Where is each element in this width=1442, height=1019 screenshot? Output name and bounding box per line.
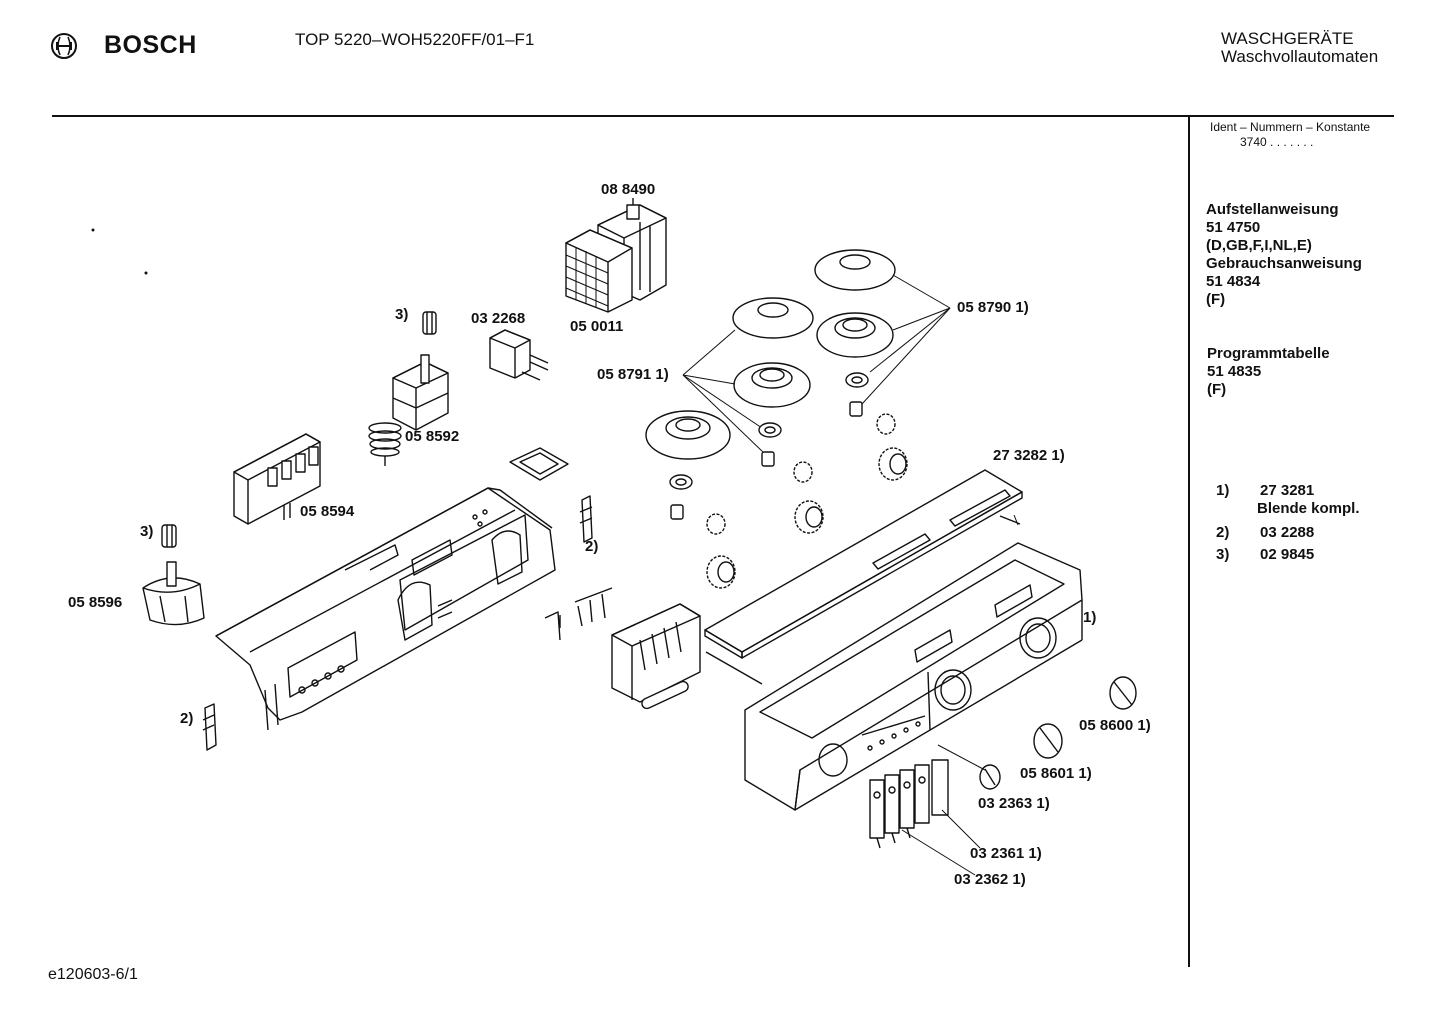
footnote-1: 1) 27 3281 (1216, 482, 1360, 500)
category-line2: Waschvollautomaten (1221, 47, 1379, 66)
control-panel-fascia-part (744, 542, 1083, 811)
label-part-058791: 05 8791 1) (597, 366, 669, 383)
docs-block: Aufstellanweisung 51 4750 (D,GB,F,I,NL,E… (1206, 201, 1362, 309)
display-window-strip-part (704, 469, 1023, 685)
label-part-032268: 03 2268 (471, 310, 526, 327)
label-part-058790: 05 8790 1) (957, 299, 1029, 316)
leader-lines (682, 274, 951, 456)
doc-line: 51 4750 (1206, 219, 1261, 236)
control-knob-part (1033, 723, 1063, 759)
speck (144, 271, 148, 275)
small-switch-part (489, 329, 549, 381)
doc-line: (D,GB,F,I,NL,E) (1206, 237, 1312, 254)
leader-lines (901, 514, 1019, 876)
clip-cap-part (670, 504, 684, 520)
seal-ring-part (733, 362, 811, 408)
gear-part (876, 413, 896, 435)
control-chassis-part (215, 487, 556, 731)
footnote-number: 2) (1216, 524, 1230, 541)
contact-springs-part (544, 587, 613, 641)
knob-cap-part (422, 311, 437, 335)
gear-part (878, 447, 908, 481)
footnote-text: Blende kompl. (1257, 500, 1360, 517)
category-block: WASCHGERÄTE Waschvollautomaten (1221, 30, 1378, 66)
pushbutton-switch-part (611, 603, 701, 710)
model-title: TOP 5220–WOH5220FF/01–F1 (295, 30, 535, 49)
brand-name: BOSCH (104, 31, 197, 59)
clip-cap-part (849, 401, 863, 417)
program-line: (F) (1207, 381, 1227, 398)
label-part-050011: 05 0011 (570, 318, 624, 335)
ident-heading: Ident – Nummern – Konstante (1210, 120, 1371, 134)
seal-holder-part (669, 474, 693, 490)
footnote-text: 03 2288 (1260, 524, 1315, 541)
footnote-text: 27 3281 (1260, 482, 1315, 499)
label-part-058592: 05 8592 (405, 428, 460, 445)
exploded-view-drawing (91, 198, 1137, 876)
footnote-1-line2: Blende kompl. (1216, 500, 1360, 518)
window-frame-part (509, 447, 569, 481)
sidebar-divider (1188, 116, 1190, 967)
selector-switch-part (142, 561, 205, 626)
label-part-032362: 03 2362 1) (954, 871, 1026, 888)
ident-value: 3740 . . . . . . . (1240, 135, 1314, 149)
label-footnote-3: 3) (140, 523, 154, 540)
label-part-273282: 27 3282 1) (993, 447, 1065, 464)
clip-cap-part (761, 451, 775, 467)
label-part-058594: 05 8594 (300, 503, 355, 520)
gear-part (706, 555, 736, 589)
doc-line: Aufstellanweisung (1206, 201, 1339, 218)
seal-ring-part (814, 249, 896, 291)
label-part-088490: 08 8490 (601, 181, 656, 198)
clip-part (579, 495, 593, 543)
label-footnote-2: 2) (180, 710, 194, 727)
seal-ring-part (645, 410, 731, 460)
label-part-058601: 05 8601 1) (1020, 765, 1092, 782)
program-line: Programmtabelle (1207, 345, 1330, 362)
seal-ring-part (816, 312, 894, 358)
label-footnote-1: 1) (1083, 609, 1097, 626)
label-footnote-2: 2) (585, 538, 599, 555)
gear-part (706, 513, 726, 535)
seal-ring-part (732, 297, 814, 339)
doc-line: (F) (1206, 291, 1226, 308)
footnote-2: 2) 03 2288 (1216, 524, 1360, 542)
push-button-set-part (869, 759, 949, 849)
label-part-058600: 05 8600 1) (1079, 717, 1151, 734)
label-part-058596: 05 8596 (68, 594, 123, 611)
relay-block-part (565, 198, 667, 313)
category-line1: WASCHGERÄTE (1221, 29, 1354, 48)
gear-part (794, 500, 824, 534)
program-block: Programmtabelle 51 4835 (F) (1207, 345, 1330, 399)
gear-part (793, 461, 813, 483)
control-knob-part (1109, 676, 1137, 710)
footnote-3: 3) 02 9845 (1216, 546, 1360, 564)
footnotes-block: 1) 27 3281 Blende kompl. 2) 03 2288 3) 02 9… (1216, 482, 1360, 564)
circuit-board-part (233, 433, 321, 525)
doc-line: Gebrauchsanweisung (1206, 255, 1362, 272)
header-rule (52, 115, 1394, 117)
knob-cap-part (161, 524, 177, 548)
bosch-armature-icon (51, 33, 77, 59)
doc-line: 51 4834 (1206, 273, 1261, 290)
footnote-number: 3) (1216, 546, 1230, 563)
seal-holder-part (758, 422, 782, 438)
small-knob-part (979, 764, 1001, 790)
program-line: 51 4835 (1207, 363, 1262, 380)
footnote-text: 02 9845 (1260, 546, 1315, 563)
label-part-032361: 03 2361 1) (970, 845, 1042, 862)
speck (91, 228, 95, 232)
label-part-032363: 03 2363 1) (978, 795, 1050, 812)
clip-part (202, 703, 217, 751)
seal-holder-part (845, 372, 869, 388)
footnote-number: 1) (1216, 482, 1230, 499)
label-footnote-3: 3) (395, 306, 409, 323)
drawing-id: e120603-6/1 (48, 966, 138, 983)
timer-motor-part (368, 354, 449, 466)
